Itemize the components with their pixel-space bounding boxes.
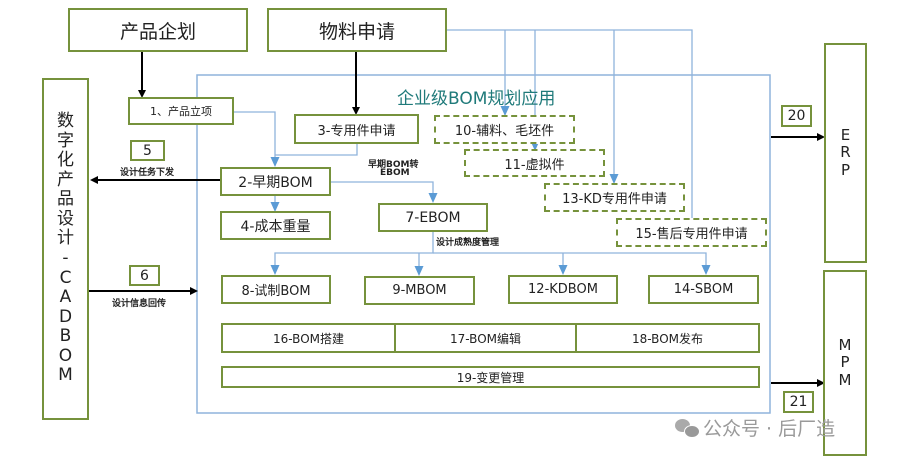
line-n3-to-n2 [275,143,358,156]
node-label: 14-SBOM [673,282,734,297]
cadbom-char: D [58,306,73,327]
bom-container-border [196,74,771,414]
cadbom-system-box: 数 字 化 产 品 设 计 - C A D B O M [42,78,89,420]
node-label: 12-KDBOM [528,282,598,297]
cadbom-char: 产 [57,169,74,190]
erp-char: P [840,160,851,179]
annotation-early-to-ebom-1: 早期BOM转 [368,160,419,170]
cadbom-char: C [59,267,72,288]
node-15-aftersales-request[interactable]: 15-售后专用件申请 [616,218,767,247]
node-18-bom-release[interactable]: 18-BOM发布 [575,323,760,353]
mpm-char: P [840,353,850,372]
cadbom-char: B [59,326,72,347]
line-n2-to-n7 [330,181,438,203]
node-label: 1、产品立项 [150,105,212,118]
node-label: 17-BOM编辑 [450,331,521,346]
erp-system-box: E R P [824,43,867,263]
erp-char: E [840,126,851,145]
node-label: 10-辅料、毛坯件 [454,124,555,139]
annotation-info-return: 设计信息回传 [112,299,167,309]
node-12-kdbom[interactable]: 12-KDBOM [508,275,618,304]
node-label: 3-专用件申请 [317,123,396,139]
node-17-bom-edit[interactable]: 17-BOM编辑 [394,323,577,353]
line-n1-to-n2 [234,111,280,167]
badge-label: 5 [143,142,152,159]
node-label: 19-变更管理 [456,370,525,385]
annotation-maturity: 设计成熟度管理 [436,238,500,248]
node-label: 13-KD专用件申请 [562,192,667,207]
node-7-ebom[interactable]: 7-EBOM [378,203,488,232]
node-label: 4-成本重量 [240,218,311,235]
node-8-trial-bom[interactable]: 8-试制BOM [221,275,331,304]
node-11-virtual-part[interactable]: 11-虚拟件 [464,149,605,177]
node-label: 9-MBOM [392,283,447,298]
node-label: 2-早期BOM [238,174,313,191]
wechat-icon [675,418,700,438]
node-13-kd-special-request[interactable]: 13-KD专用件申请 [544,183,685,212]
badge-21: 21 [783,391,814,413]
annotation-early-to-ebom-2: EBOM [380,168,410,178]
mpm-char: M [838,370,852,389]
badge-label: 20 [787,108,806,124]
line-material-bus [446,29,697,228]
cadbom-char: O [58,345,73,366]
node-14-sbom[interactable]: 14-SBOM [648,275,759,304]
node-16-bom-build[interactable]: 16-BOM搭建 [221,323,396,353]
badge-20: 20 [781,105,812,127]
node-label: 15-售后专用件申请 [635,227,748,242]
cadbom-char: 设 [57,208,74,229]
badge-6: 6 [129,265,160,286]
cadbom-char: 品 [57,189,74,210]
annotation-task-dispatch: 设计任务下发 [120,168,175,178]
watermark-text: 公众号 · 后厂造 [703,418,836,440]
watermark: 公众号 · 后厂造 [675,414,835,441]
container-title: 企业级BOM规划应用 [397,89,556,109]
node-label: 7-EBOM [405,209,461,226]
cadbom-char: 计 [57,228,74,249]
mpm-char: M [838,336,852,355]
node-3-special-part-request[interactable]: 3-专用件申请 [294,114,419,144]
node-label: 18-BOM发布 [632,331,703,346]
node-2-early-bom[interactable]: 2-早期BOM [220,167,331,196]
badge-label: 21 [789,394,808,410]
line-n7-to-children [270,232,434,275]
erp-char: R [840,143,851,162]
cadbom-char: A [59,287,72,308]
node-label: 11-虚拟件 [504,157,565,173]
badge-5: 5 [130,140,165,161]
node-4-cost-weight[interactable]: 4-成本重量 [220,211,331,240]
node-9-mbom[interactable]: 9-MBOM [364,276,475,305]
cadbom-char: M [58,365,73,386]
cadbom-char: 字 [57,130,74,151]
product-planning-box: 产品企划 [68,8,248,52]
node-label: 16-BOM搭建 [273,331,344,346]
badge-label: 6 [140,267,149,284]
node-19-change-management[interactable]: 19-变更管理 [221,366,760,388]
cadbom-char: - [62,248,69,268]
line-to-n12 [433,252,711,275]
material-request-label: 物料申请 [318,20,395,43]
node-label: 8-试制BOM [241,284,311,299]
mpm-system-box: M P M [823,270,867,456]
node-10-auxiliary-blank[interactable]: 10-辅料、毛坯件 [434,115,575,144]
material-request-box: 物料申请 [267,8,447,52]
cadbom-char: 化 [57,150,74,171]
product-planning-label: 产品企划 [119,20,196,43]
cadbom-char: 数 [57,111,74,132]
node-1-product-approval[interactable]: 1、产品立项 [128,97,234,125]
